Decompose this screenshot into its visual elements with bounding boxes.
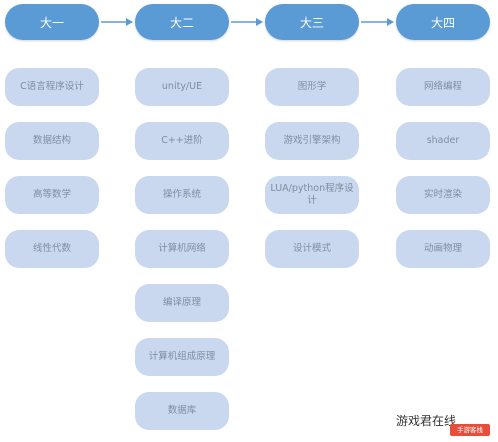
topic-node: 编译原理 [135,284,229,322]
topic-node: 操作系统 [135,176,229,214]
topic-node: LUA/python程序设计 [265,176,359,214]
topic-node: 数据库 [135,392,229,430]
year-node-1: 大一 [5,4,99,40]
watermark: 游戏君在线 手游客栈 [396,408,494,438]
topic-node: shader [396,122,490,160]
topic-node: 网络编程 [396,68,490,106]
topic-node: 实时渲染 [396,176,490,214]
watermark-badge: 手游客栈 [450,424,490,436]
topic-node: C语言程序设计 [5,68,99,106]
watermark-text: 游戏君在线 [396,414,457,428]
year-node-4: 大四 [396,4,490,40]
topic-node: 游戏引擎架构 [265,122,359,160]
topic-node: 计算机网络 [135,230,229,268]
topic-node: unity/UE [135,68,229,106]
topic-node: 数据结构 [5,122,99,160]
year-node-3: 大三 [265,4,359,40]
year-node-2: 大二 [135,4,229,40]
topic-node: 线性代数 [5,230,99,268]
topic-node: 设计模式 [265,230,359,268]
topic-node: 计算机组成原理 [135,338,229,376]
topic-node: 动画物理 [396,230,490,268]
topic-node: 高等数学 [5,176,99,214]
topic-node: 图形学 [265,68,359,106]
topic-node: C++进阶 [135,122,229,160]
